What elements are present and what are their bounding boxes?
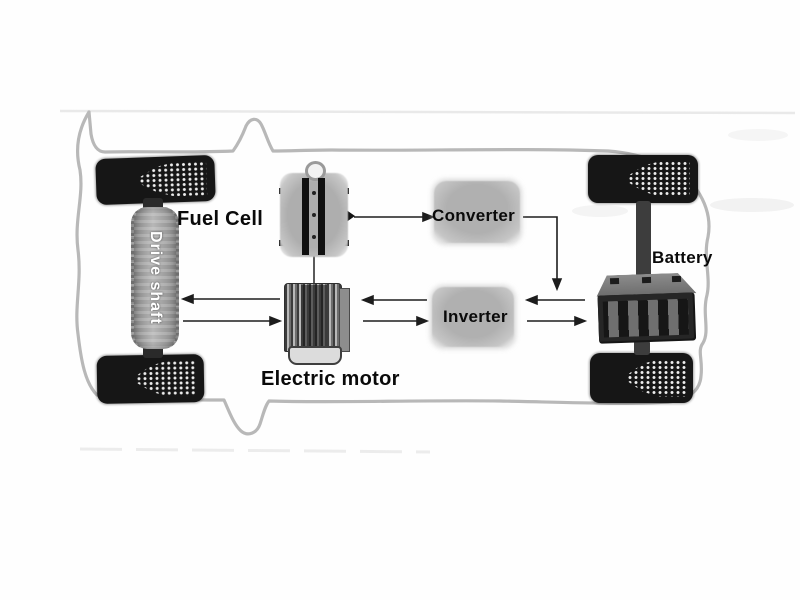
electric-motor	[284, 283, 350, 365]
arrow-converter-to-inverter-elbow	[523, 216, 563, 292]
fuel-cell-plate-right	[318, 178, 325, 255]
rear-axle-top	[636, 201, 651, 277]
fuel-cell-plate-left	[302, 178, 309, 255]
wheel-rear-right	[590, 353, 693, 403]
arrow-fuelcell-to-converter	[354, 211, 436, 223]
wheel-tread-pattern	[135, 360, 197, 397]
motor-base-cap	[288, 346, 342, 365]
battery-terminal	[672, 276, 681, 282]
motor-core	[301, 285, 327, 348]
fuel-cell-port-circle	[305, 161, 326, 181]
wheel-tread-pattern	[627, 161, 691, 197]
fuel-cell-dot	[312, 235, 316, 239]
wheel-front-right	[96, 354, 205, 404]
arrow-driveshaft-to-motor	[183, 315, 283, 327]
motor-side-plate	[339, 288, 350, 352]
inverter-module	[432, 287, 514, 347]
drive-shaft-label: Drive shaft	[147, 231, 164, 325]
battery-terminal	[610, 278, 619, 284]
inverter-label: Inverter	[443, 307, 508, 326]
drive-shaft: Drive shaft	[131, 207, 179, 349]
scan-artifact-line	[79, 447, 431, 454]
arrow-motor-to-driveshaft	[180, 293, 280, 305]
scan-artifact-line	[59, 109, 796, 115]
electric-motor-label: Electric motor	[261, 368, 400, 390]
battery-label: Battery	[652, 248, 713, 267]
battery-terminal	[642, 277, 651, 283]
battery-front-face	[597, 292, 695, 342]
arrow-motor-to-inverter	[363, 315, 430, 327]
converter-label: Converter	[432, 206, 516, 225]
rear-axle-bottom	[634, 340, 650, 355]
scan-smudge	[572, 205, 628, 217]
arrow-battery-to-inverter	[524, 294, 585, 306]
scan-smudge	[710, 198, 794, 212]
wheel-rear-left	[588, 155, 698, 203]
scan-smudge	[728, 129, 788, 141]
arrow-inverter-to-battery	[527, 315, 588, 327]
battery	[596, 272, 700, 344]
fuel-cell-dot	[312, 191, 316, 195]
arrow-inverter-to-motor	[360, 294, 427, 306]
driveshaft-joint-bottom	[143, 346, 163, 358]
battery-cells	[602, 298, 689, 338]
converter-module	[434, 181, 520, 243]
wheel-tread-pattern	[138, 161, 207, 197]
fuel-cell-label: Fuel Cell	[177, 208, 264, 230]
fuel-cell-dot	[312, 213, 316, 217]
wheel-tread-pattern	[627, 359, 686, 397]
